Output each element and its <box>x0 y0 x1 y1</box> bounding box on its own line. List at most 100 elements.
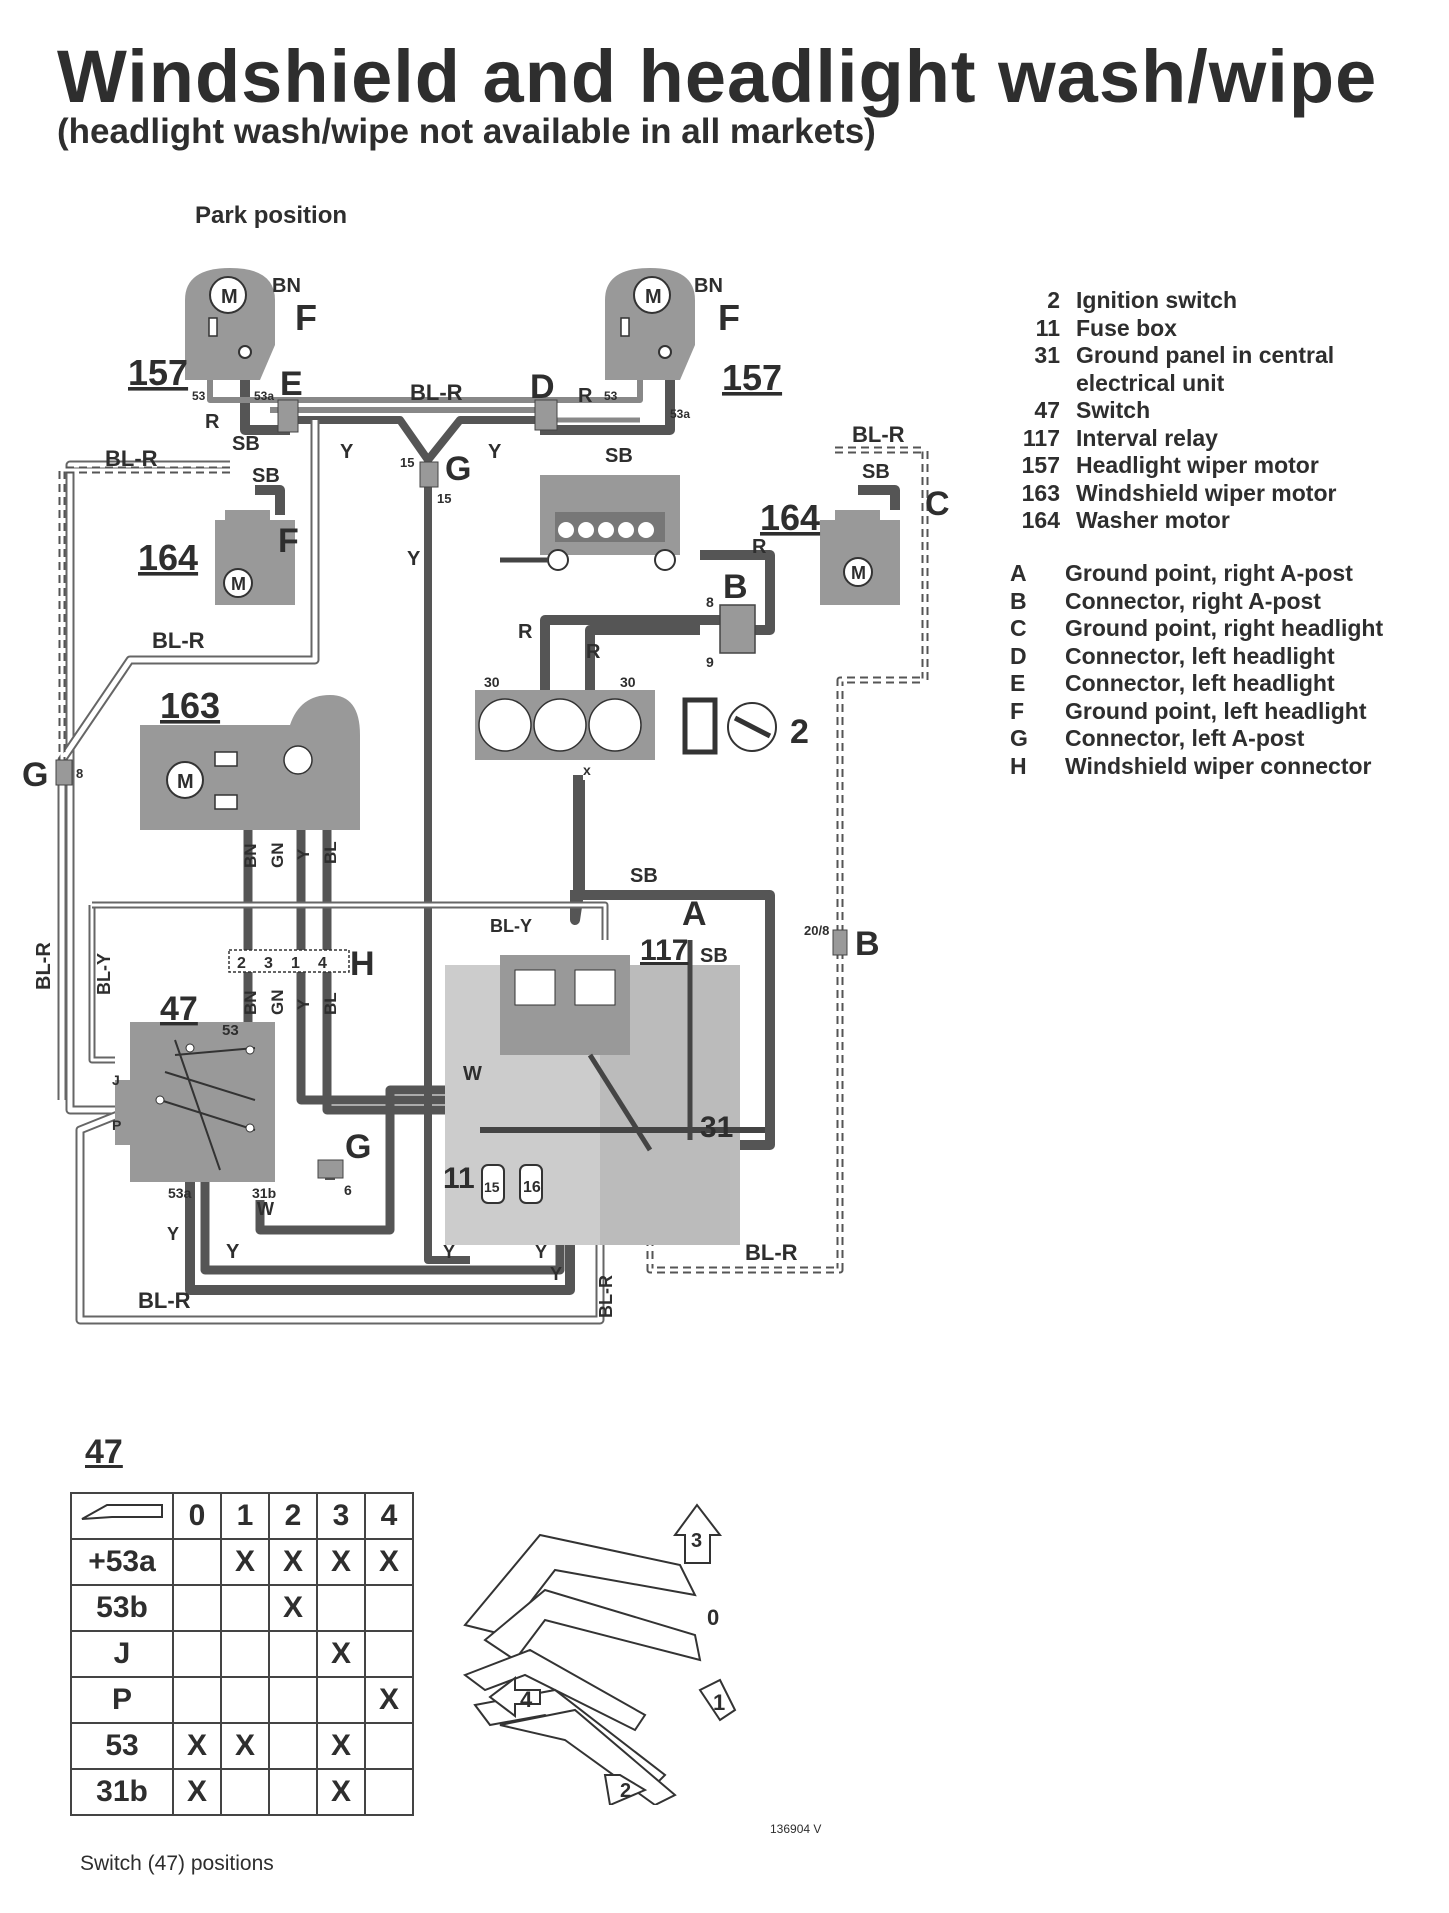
connector-g-bottom <box>317 1159 344 1179</box>
wire-sb <box>585 625 700 700</box>
marker-f: F <box>295 297 317 338</box>
legend-label: Connector, right A-post <box>1065 587 1321 614</box>
wire-label: R <box>586 641 601 663</box>
wire-blr <box>67 462 230 1113</box>
motor-m-label: M <box>851 563 866 583</box>
pin-label: 53 <box>604 389 618 403</box>
switch-position-table: 0 1 2 3 4 +53a X X X X 53b X J X P X 53 … <box>70 1492 414 1816</box>
wire-label: Y <box>226 1241 240 1263</box>
position-header: 3 <box>316 1492 366 1540</box>
label-163: 163 <box>160 685 220 726</box>
contact-mark: X <box>364 1538 414 1586</box>
wire-label: SB <box>252 465 280 487</box>
label-2: 2 <box>790 713 809 751</box>
stalk-position-label: 0 <box>707 1605 719 1630</box>
wire-y <box>200 1180 565 1275</box>
marker-c: C <box>925 485 950 523</box>
connector-g-top <box>419 461 439 488</box>
wire-label: SB <box>605 445 633 467</box>
label-11: 11 <box>443 1162 475 1195</box>
wire-label: SB <box>630 865 658 887</box>
pin-label: 31b <box>252 1185 276 1201</box>
pin-label: 6 <box>344 1182 352 1198</box>
legend-num: 164 <box>1021 507 1060 533</box>
wiring-diagram: M M M M M <box>22 268 950 1325</box>
terminal-label: 53b <box>70 1584 174 1632</box>
connector-g-left <box>55 759 73 786</box>
label-164-left: 164 <box>138 537 198 578</box>
legend-label: Headlight wiper motor <box>1076 452 1319 478</box>
wire-label: BL-R <box>596 1275 616 1318</box>
legend-label: Windshield wiper motor <box>1076 479 1337 506</box>
legend-row: 164 Washer motor <box>1005 507 1366 535</box>
contact-mark: X <box>316 1538 366 1586</box>
legend-label: Connector, left headlight <box>1065 670 1335 696</box>
legend-num: 2 <box>1047 287 1060 313</box>
page-subtitle: (headlight wash/wipe not available in al… <box>57 112 876 151</box>
wire-label: BL-Y <box>94 953 114 995</box>
wire-label: SB <box>700 945 728 967</box>
wire-label: Y <box>340 441 354 463</box>
legend-label: Fuse box <box>1076 314 1177 341</box>
wire-label: BL-R <box>745 1240 798 1265</box>
wire-label: BN <box>694 275 723 297</box>
table-row: 31b X X <box>70 1768 414 1816</box>
headlight-wiper-motor-left: M <box>185 268 275 380</box>
wire-label: Y <box>550 1264 562 1284</box>
pin-label: 3 <box>264 955 273 972</box>
label-47: 47 <box>160 990 198 1028</box>
pin-label: 53a <box>168 1185 192 1201</box>
page-title: Windshield and headlight wash/wipe <box>57 35 1378 118</box>
marker-b: B <box>855 925 880 963</box>
contact-mark: X <box>364 1676 414 1724</box>
connector-e <box>277 399 299 433</box>
legend-code: E <box>1010 670 1026 696</box>
pin-label: 30 <box>484 674 500 690</box>
wire-label: BL-R <box>410 380 463 405</box>
marker-b: B <box>723 568 748 606</box>
position-header: 4 <box>364 1492 414 1540</box>
label-117: 117 <box>640 934 688 967</box>
wire-label: SB <box>232 433 260 455</box>
legend-label: Washer motor <box>1076 507 1230 533</box>
legend-num: 157 <box>1021 452 1060 478</box>
wire-label: BL-Y <box>490 916 532 936</box>
legend-label: Interval relay <box>1076 424 1218 451</box>
marker-g: G <box>445 450 471 488</box>
contact-mark: X <box>316 1630 366 1678</box>
central-electrical-unit <box>445 940 765 1245</box>
connector-b <box>719 604 756 654</box>
legend-label: Switch <box>1076 397 1151 423</box>
legend-num: 117 <box>1022 424 1060 451</box>
motor-m-label: M <box>221 286 238 308</box>
label-15: 15 <box>484 1179 500 1195</box>
legend-code: C <box>1010 615 1027 641</box>
stalk-position-label: 2 <box>620 1780 631 1802</box>
wire-label: W <box>257 1199 274 1219</box>
contact-mark: X <box>268 1584 318 1632</box>
pin-label: 15 <box>437 491 451 506</box>
legend-row: 117 Interval relay <box>1005 425 1366 453</box>
wire-label: BL-R <box>852 422 905 447</box>
pin-label: 20/8 <box>804 923 829 938</box>
wire-sb <box>858 485 900 510</box>
wire-label: Y <box>488 441 502 463</box>
park-position-label: Park position <box>195 202 348 229</box>
label-157-left: 157 <box>128 352 188 393</box>
wire-label: BL <box>321 992 340 1015</box>
legend-num: 47 <box>1034 397 1060 423</box>
marker-g: G <box>345 1128 371 1166</box>
motor-m-label: M <box>645 286 662 308</box>
terminal-label: 31b <box>70 1768 174 1816</box>
pin-label: 30 <box>620 674 636 690</box>
wire-label: BL <box>321 841 340 864</box>
terminal-label: 53 <box>70 1722 174 1770</box>
table-row: P X <box>70 1676 414 1724</box>
pin-label: 1 <box>291 955 300 972</box>
pin-label: 15 <box>400 455 414 470</box>
